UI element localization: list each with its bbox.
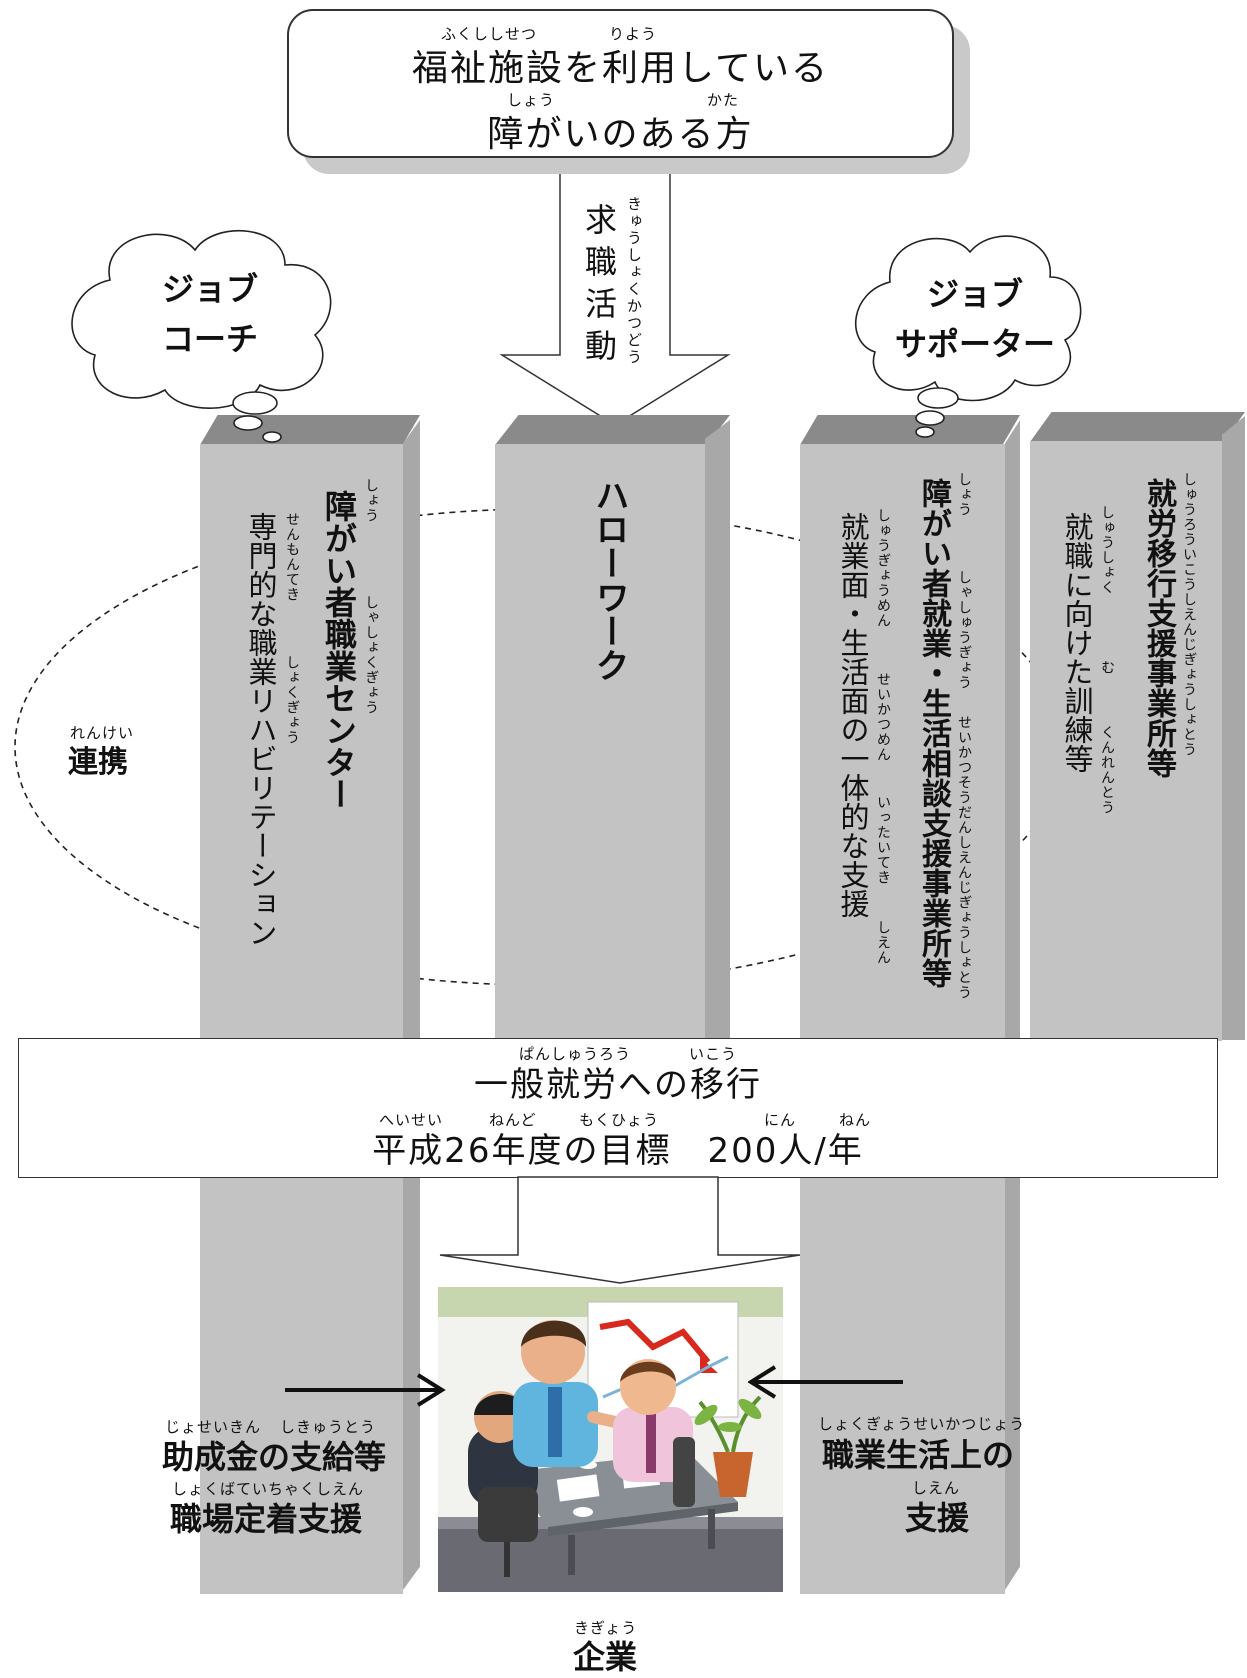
goal-line2-ruby-a: へいせい [379,1111,444,1129]
shogai-center-sub-ruby-a: せんもんてき [284,512,300,602]
goal-line1: 一般就労への移行 [474,1065,762,1105]
right-support-line2-ruby: しえん [912,1479,961,1497]
goal-line2-ruby-d: にん [764,1111,797,1129]
shogai-center-title-ruby-b: しゃしょくぎょう [363,595,379,715]
pillar-hello-work [495,444,705,1044]
top-line1-ruby-a: ふくししせつ [441,25,538,43]
top-line2-ruby-b: かた [707,91,740,109]
cloud-left-line1: ジョブ [161,270,258,308]
shugyo-center-title-ruby-a: しょう [956,472,972,517]
pillar3-side [1005,420,1020,1590]
renkei-ruby: れんけい [70,724,135,742]
left-support-line2-ruby: しょくばていちゃくしえん [172,1480,365,1498]
left-support-line2: 職場定着支援 [170,1500,363,1538]
pillar-shogai-center [200,444,403,1594]
iko-shien-sub: 就職に向けた訓練等 [1060,512,1094,773]
shogai-center-sub-ruby-b: しょくぎょう [284,655,300,745]
shugyo-center-title-ruby-c: せいかつそうだんしえんじぎょうしょとう [956,715,972,1000]
cloud-right [854,235,1082,438]
cloud-right-text: ジョブ サポーター [880,270,1070,369]
left-arrow-to-company [285,1373,446,1407]
iko-shien-sub-ruby-c: くんれんとう [1099,725,1115,815]
shugyo-center-sub-ruby-b: せいかつめん [875,672,891,762]
right-arrow-to-company [748,1365,903,1399]
hello-work-title: ハローワーク [589,478,629,682]
iko-shien-title: 就労移行支援事業所等 [1141,478,1176,778]
goal-line2-ruby-c: もくひょう [579,1111,660,1129]
shogai-center-title-ruby-a: しょう [363,478,379,523]
arrow-label: 求職活動 [580,203,618,371]
top-line2: 障がいのある方 [487,114,754,155]
shugyo-center-title: 障がい者就業・生活相談支援事業所等 [916,478,951,988]
company-ruby: きぎょう [574,1619,638,1637]
right-support-line1-ruby: しょくぎょうせいかつじょう [818,1415,1026,1433]
pillar3-top [800,415,1020,445]
goal-line2-ruby-e: ねん [839,1111,872,1129]
top-line2-ruby-a: しょう [507,91,556,109]
top-line1-ruby-b: りよう [609,25,658,43]
left-support-line1: 助成金の支給等 [162,1438,387,1476]
company-label: 企業 [573,1638,638,1676]
arrow-label-ruby: きゅうしょくかつどう [625,196,643,366]
business-meeting-illustration [438,1287,783,1592]
pillar4-side [1222,416,1245,1040]
iko-shien-sub-ruby-b: む [1099,660,1115,675]
cloud-left [71,230,332,443]
pillar1-side [403,420,420,1590]
goal-box: ぱんしゅうろう いこう 一般就労への移行 へいせい ねんど もくひょう にん ね… [18,1038,1218,1178]
cloud-left-text: ジョブ コーチ [110,265,310,364]
renkei-label: 連携 [68,745,128,780]
right-support-line1: 職業生活上の [822,1436,1015,1474]
left-support-line1-ruby-b: しきゅうとう [280,1418,377,1436]
shugyo-center-sub-ruby-a: しゅうぎょうめん [875,508,891,628]
pillar4-top [1030,412,1245,442]
shogai-center-sub: 専門的な職業リハビリテーション [244,512,278,947]
shugyo-center-sub-ruby-d: しえん [875,920,891,965]
pillar-shugyo-center [800,444,1005,1594]
shogai-center-title: 障がい者職業センター [320,490,358,810]
pillar-iko-shien [1030,441,1222,1041]
goal-line2-ruby-b: ねんど [489,1111,537,1129]
goal-line2: 平成26年度の目標 200人/年 [372,1131,864,1171]
right-support-line2: 支援 [905,1499,970,1537]
iko-shien-title-ruby: しゅうろういこうしえんじぎょうしょとう [1181,472,1197,757]
iko-shien-sub-ruby-a: しゅうしょく [1099,505,1115,595]
top-line1: 福祉施設を利用している [412,48,829,89]
cloud-left-line2: コーチ [161,319,258,358]
cloud-right-line1: ジョブ [926,275,1023,313]
left-support-line1-ruby-a: じょせいきん [165,1418,262,1436]
goal-line1-ruby-a: ぱんしゅうろう [519,1045,632,1063]
shugyo-center-sub: 就業面・生活面の一体的な支援 [836,512,870,918]
pillar2-side [705,420,730,1040]
cloud-right-line2: サポーター [894,324,1055,363]
shugyo-center-title-ruby-b: しゃしゅうぎょう [956,570,972,690]
pillar2-top [495,415,730,445]
target-box: ふくししせつ りよう 福祉施設を利用している しょう かた 障がいのある方 [287,9,954,158]
shugyo-center-sub-ruby-c: いったいてき [875,795,891,885]
goal-line1-ruby-b: いこう [689,1045,738,1063]
